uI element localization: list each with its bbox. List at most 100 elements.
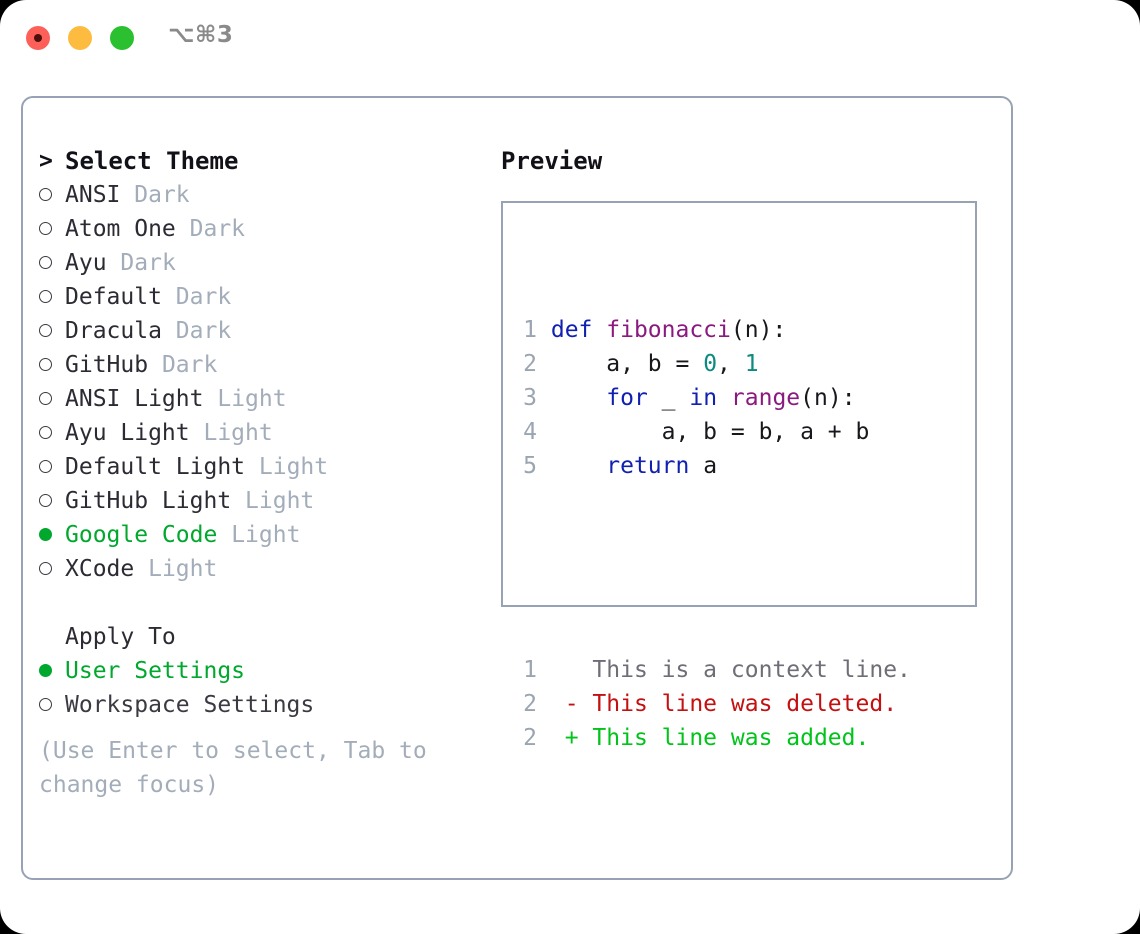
theme-name: Default Light (65, 454, 246, 480)
theme-name: GitHub (65, 352, 149, 378)
theme-tag-space (162, 314, 176, 348)
theme-variant-tag: Light (231, 522, 301, 548)
code-line: 2 a, b = 0, 1 (515, 347, 911, 381)
diff-text: This line was added. (578, 725, 870, 751)
code-token: 1 (744, 351, 759, 377)
diff-sign: - (564, 691, 579, 717)
line-gutter-gap (537, 453, 551, 479)
theme-list-item[interactable]: GitHub Dark (39, 348, 479, 382)
apply-to-option[interactable]: Workspace Settings (39, 688, 479, 722)
code-token: a, b = b, a + b (550, 419, 870, 445)
theme-name: Ayu (65, 250, 107, 276)
theme-variant-tag: Light (203, 420, 273, 446)
theme-tag-space (231, 484, 245, 518)
radio-dot (39, 426, 52, 439)
radio-dot (39, 528, 52, 541)
theme-list-item[interactable]: Atom One Dark (39, 212, 479, 246)
preview-title: Preview (501, 147, 603, 175)
diff-gutter-gap (537, 725, 565, 751)
code-diff-separator (515, 551, 911, 585)
radio-dot (39, 290, 52, 303)
code-line: 3 for _ in range(n): (515, 381, 911, 415)
radio-selected-icon[interactable] (39, 654, 65, 688)
radio-dot (39, 460, 52, 473)
diff-line: 2 + This line was added. (515, 721, 911, 755)
radio-unselected-icon[interactable] (39, 314, 65, 348)
keyboard-hint: (Use Enter to select, Tab to change focu… (39, 738, 441, 798)
radio-unselected-icon[interactable] (39, 688, 65, 722)
theme-name: Dracula (65, 318, 162, 344)
title-bar: ⌥⌘3 (0, 0, 1140, 78)
theme-list-item[interactable]: Default Dark (39, 280, 479, 314)
theme-list-item[interactable]: Dracula Dark (39, 314, 479, 348)
diff-line: 1 This is a context line. (515, 653, 911, 687)
theme-variant-tag: Light (148, 556, 218, 582)
diff-gutter-gap (537, 691, 565, 717)
theme-list-item[interactable]: Ayu Light Light (39, 416, 479, 450)
minimize-button[interactable] (68, 26, 92, 50)
theme-variant-tag: Dark (134, 182, 190, 208)
radio-unselected-icon[interactable] (39, 212, 65, 246)
radio-selected-icon[interactable] (39, 518, 65, 552)
radio-unselected-icon[interactable] (39, 178, 65, 212)
radio-dot (39, 324, 52, 337)
theme-tag-space (203, 382, 217, 416)
line-gutter-gap (537, 385, 551, 411)
radio-unselected-icon[interactable] (39, 280, 65, 314)
radio-dot (39, 698, 52, 711)
radio-dot (39, 256, 52, 269)
code-token: return (606, 453, 690, 479)
theme-name: XCode (65, 556, 135, 582)
maximize-button[interactable] (110, 26, 134, 50)
line-number: 2 (523, 691, 537, 717)
radio-unselected-icon[interactable] (39, 382, 65, 416)
radio-unselected-icon[interactable] (39, 450, 65, 484)
theme-name: GitHub Light (65, 488, 232, 514)
line-gutter-gap (537, 419, 551, 445)
radio-unselected-icon[interactable] (39, 246, 65, 280)
line-gutter-gap (537, 351, 551, 377)
theme-list-item[interactable]: GitHub Light Light (39, 484, 479, 518)
theme-list-item[interactable]: Default Light Light (39, 450, 479, 484)
theme-list-item[interactable]: Google Code Light (39, 518, 479, 552)
select-theme-header: > Select Theme (39, 144, 479, 178)
list-spacer (39, 586, 479, 620)
radio-unselected-icon[interactable] (39, 416, 65, 450)
diff-gutter-gap (537, 657, 565, 683)
theme-list-item[interactable]: ANSI Dark (39, 178, 479, 212)
theme-tag-space (107, 246, 121, 280)
theme-name: Ayu Light (65, 420, 190, 446)
theme-tag-space (217, 518, 231, 552)
theme-list-item[interactable]: Ayu Dark (39, 246, 479, 280)
apply-to-label: User Settings (65, 658, 246, 684)
line-number: 2 (523, 351, 537, 377)
line-number: 2 (523, 725, 537, 751)
code-token: a (689, 453, 718, 479)
code-token: fibonacci (606, 317, 731, 343)
code-token (717, 385, 731, 411)
radio-unselected-icon[interactable] (39, 348, 65, 382)
theme-variant-tag: Light (217, 386, 287, 412)
theme-list-item[interactable]: ANSI Light Light (39, 382, 479, 416)
theme-name: Atom One (65, 216, 176, 242)
line-number: 3 (523, 385, 537, 411)
radio-unselected-icon[interactable] (39, 552, 65, 586)
diff-sample: 1 This is a context line. 2 - This line w… (515, 653, 911, 755)
theme-list-item[interactable]: XCode Light (39, 552, 479, 586)
code-line: 1 def fibonacci(n): (515, 313, 911, 347)
theme-variant-tag: Dark (175, 318, 232, 344)
diff-text: This line was deleted. (578, 691, 898, 717)
close-button[interactable] (26, 26, 50, 50)
radio-dot (39, 188, 52, 201)
apply-to-option[interactable]: User Settings (39, 654, 479, 688)
preview-column: Preview 1 def fibonacci(n):2 a, b = 0, 1… (501, 144, 1001, 751)
code-token: , (717, 351, 745, 377)
radio-dot (39, 494, 52, 507)
radio-unselected-icon[interactable] (39, 484, 65, 518)
